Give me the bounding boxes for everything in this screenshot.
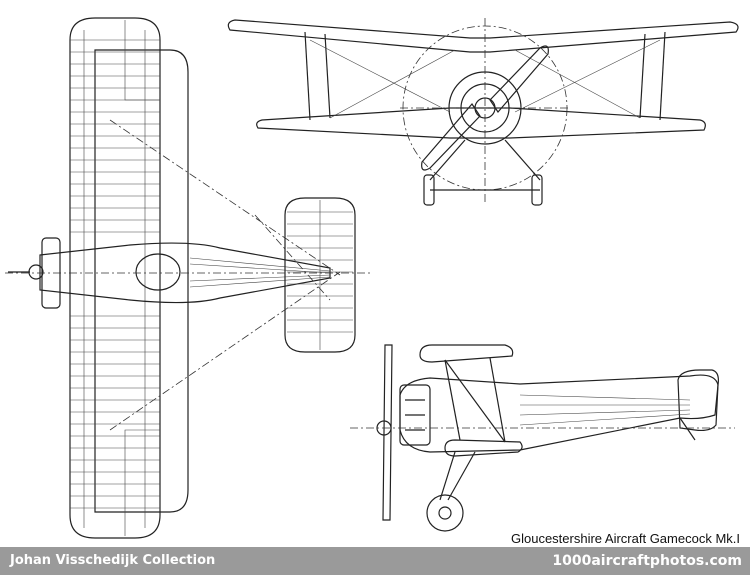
front-propeller-blade-lower [421,103,481,171]
plan-construction-line-3 [254,214,331,301]
plan-tail-ribs [287,211,353,333]
plan-cockpit [135,253,181,291]
plan-construction-line-2 [109,271,341,431]
side-fin-rudder [677,369,719,432]
side-view [350,344,735,532]
side-undercarriage [426,451,476,532]
drawing-caption: Gloucestershire Aircraft Gamecock Mk.I [510,531,740,546]
front-upper-wing [227,19,739,53]
plan-wing-ribs [70,39,160,509]
side-cabane-struts [444,357,506,443]
plan-fuselage [39,242,331,304]
plan-aileron-bottom [124,429,160,536]
side-propeller [382,344,393,521]
front-bracing-wires [309,39,661,119]
front-view [227,18,739,206]
side-engine [399,384,431,446]
plan-upper-wing [69,17,161,539]
side-upper-wing [419,344,514,363]
plan-aileron-top [124,20,160,101]
plan-construction-line-1 [109,119,341,276]
plan-lower-wing [94,49,189,513]
plan-view [5,17,370,539]
front-lower-wing [256,107,706,139]
front-undercarriage [423,139,543,206]
footer-site[interactable]: 1000aircraftphotos.com [552,553,742,569]
side-fuselage-lines [519,394,691,426]
side-fuselage [399,374,719,453]
side-lower-wing [444,439,523,457]
front-propeller-blade-upper [489,45,549,113]
footer-bar: Johan Visschedijk Collection 1000aircraf… [0,547,750,575]
side-tail-skid [679,417,696,441]
footer-collection: Johan Visschedijk Collection [10,553,216,568]
plan-fuselage-lines [189,257,331,288]
plan-tailplane [284,197,356,353]
